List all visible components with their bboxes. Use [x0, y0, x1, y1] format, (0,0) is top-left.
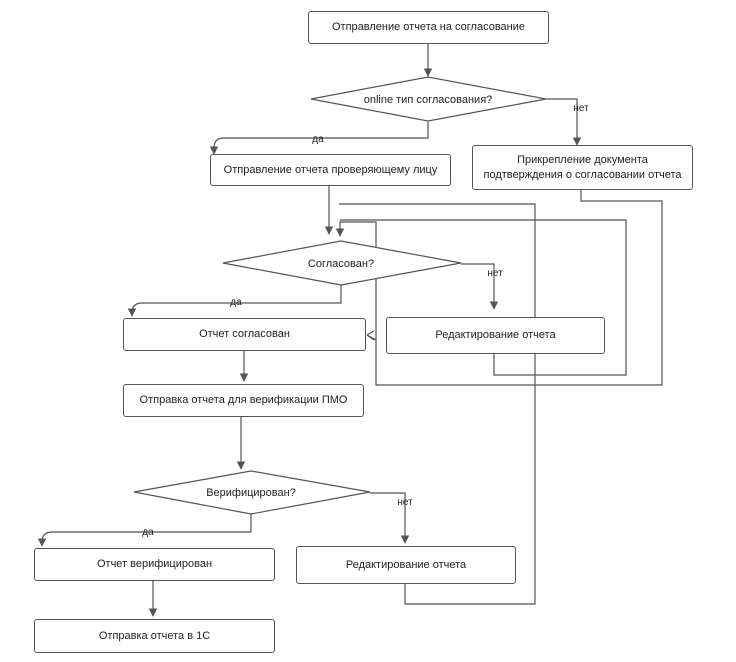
node-edit-report-1: Редактирование отчета	[386, 317, 605, 354]
connector-edit1-loop	[340, 219, 627, 376]
node-send-for-verification-text: Отправка отчета для верификации ПМО	[139, 394, 348, 407]
decision-online-type	[310, 76, 547, 122]
decision-approved	[222, 240, 462, 286]
connector-approved-no	[461, 263, 499, 310]
node-edit-report-1-text: Редактирование отчета	[435, 329, 556, 342]
connector-online-no	[546, 98, 582, 146]
node-send-for-approval-text: Отправление отчета на согласование	[331, 21, 525, 34]
arrowhead-into-report-approved	[366, 330, 375, 341]
node-send-for-verification: Отправка отчета для верификации ПМО	[123, 384, 364, 417]
node-send-for-approval: Отправление отчета на согласование	[308, 11, 549, 44]
label-no-online: нет	[573, 103, 589, 114]
node-report-verified-text: Отчет верифицирован	[96, 558, 213, 571]
label-yes-approved: да	[230, 297, 242, 308]
connector-edit2-loop	[339, 203, 536, 605]
decision-verified-text: Верифицирован?	[206, 487, 296, 499]
connector-verified-yes	[37, 514, 252, 547]
node-edit-report-2: Редактирование отчета	[296, 546, 516, 584]
decision-approved-text: Согласован?	[308, 258, 374, 270]
connector-attach-to-approved-decision	[335, 190, 663, 386]
label-no-verified: нет	[397, 497, 413, 508]
decision-online-type-text: online тип согласования?	[364, 94, 493, 106]
label-yes-online: да	[312, 134, 324, 145]
connector-approved-yes	[127, 285, 342, 317]
label-yes-verified: да	[142, 527, 154, 538]
node-report-approved: Отчет согласован	[123, 318, 366, 351]
node-send-to-reviewer: Отправление отчета проверяющему лицу	[210, 154, 451, 186]
node-send-to-1c: Отправка отчета в 1С	[34, 619, 275, 653]
label-no-approved: нет	[487, 268, 503, 279]
node-edit-report-2-text: Редактирование отчета	[345, 558, 467, 571]
connector-online-yes	[209, 122, 429, 155]
node-send-to-reviewer-text: Отправление отчета проверяющему лицу	[223, 163, 438, 176]
node-report-verified: Отчет верифицирован	[34, 548, 275, 581]
node-attach-confirmation-text: Прикрепление документа подтверждения о с…	[483, 153, 682, 181]
decision-verified	[133, 470, 371, 515]
node-report-approved-text: Отчет согласован	[199, 328, 290, 341]
node-attach-confirmation: Прикрепление документа подтверждения о с…	[472, 145, 693, 190]
connector-verified-no	[370, 492, 410, 544]
node-send-to-1c-text: Отправка отчета в 1С	[98, 629, 211, 642]
